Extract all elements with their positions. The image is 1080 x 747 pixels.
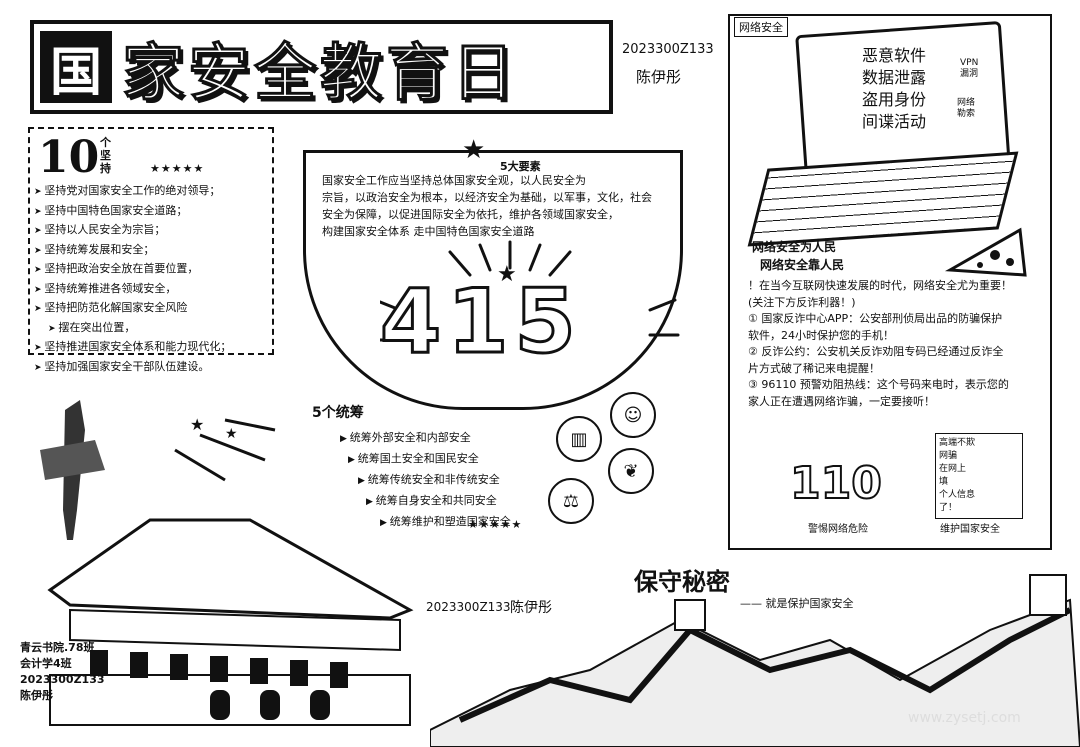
text-line: 构建国家安全体系 走中国特色国家安全道路 (322, 225, 535, 238)
sunburst-lines-icon (380, 240, 680, 342)
tong-list: 统筹外部安全和内部安全 统筹国土安全和国民安全 统筹传统安全和非传统安全 统筹自… (340, 428, 511, 533)
svg-text:★: ★ (190, 415, 204, 434)
laptop-screen-list: 恶意软件 数据泄露 盗用身份 间谍活动 (862, 45, 926, 133)
ten-number: 10 (38, 132, 100, 183)
note-line: 网骗 (939, 451, 958, 461)
list-item: 统筹自身安全和共同安全 (340, 491, 511, 512)
student-id-mid: 2023300Z133 (426, 600, 511, 614)
tiananmen-gate-icon (47, 518, 414, 726)
class-line: 会计学4班 (20, 657, 72, 670)
network-security-panel (728, 14, 1052, 550)
star-icon: ★ (462, 135, 486, 165)
threat-item: 数据泄露 (862, 68, 927, 87)
list-item: 坚持统筹发展和安全； (34, 241, 274, 261)
threat-item: 盗用身份 (862, 90, 927, 109)
text-line: (关注下方反诈利器！) (748, 295, 856, 309)
text-line: ① 国家反诈中心APP：公安部刑侦局出品的防骗保护 (748, 312, 1003, 325)
center-subtitle: 5大要素 (500, 160, 541, 173)
ten-label: 个坚持 (100, 136, 111, 175)
text-line: ② 反诈公约：公安机关反诈劝阻专码已经通过反诈全 (748, 345, 1004, 358)
list-item: 摆在突出位置， (34, 319, 274, 339)
network-heading: 网络安全为人民 网络安全靠人民 (752, 238, 844, 274)
svg-text:★: ★ (225, 426, 238, 442)
title-text: 家安全教育日 (121, 36, 519, 110)
network-tag: 网络安全 (734, 17, 788, 37)
side-text: 网络 (957, 98, 976, 108)
list-item: 统筹传统安全和非传统安全 (340, 470, 511, 491)
list-item: 坚持加强国家安全干部队伍建设。 (34, 358, 274, 378)
big-415: 415 (379, 269, 582, 375)
list-item: 统筹外部安全和内部安全 (340, 428, 511, 449)
side-text: 勒索 (957, 109, 976, 119)
list-item: 统筹维护和塑造国家安全 (340, 512, 511, 533)
student-name-mid: 陈伊彤 (510, 600, 552, 616)
books-icon: ▥ (556, 416, 602, 462)
note-line: 高端不欺 (939, 438, 976, 448)
text-line: ③ 96110 预警劝阻热线：这个号码来电时，表示您的 (748, 378, 1009, 391)
list-item: 坚持把政治安全放在首要位置， (34, 260, 274, 280)
list-item: 坚持以人民安全为宗旨； (34, 221, 274, 241)
note-line: 了！ (939, 503, 958, 513)
center-paragraph: 国家安全工作应当坚持总体国家安全观，以人民安全为 宗旨，以政治安全为根本，以经济… (322, 172, 672, 240)
author-corner: 青云书院.78班 会计学4班 2023300Z133 陈伊彤 (20, 640, 105, 704)
network-paragraph: ！在当今互联网快速发展的时代，网络安全尤为重要！ (关注下方反诈利器！) ① 国… (748, 278, 1044, 410)
text-line: 家人正在遭遇网络诈骗，一定要接听！ (748, 394, 935, 408)
note-line: 在网上 (939, 464, 967, 474)
list-item: 坚持统筹推进各领域安全， (34, 280, 274, 300)
text-line: 安全为保障，以促进国际安全为依托，维护各领域国家安全， (322, 208, 619, 221)
secret-title: 保守秘密 (634, 568, 730, 596)
heading-line: 网络安全靠人民 (760, 258, 845, 272)
class-line: 2023300Z133 (20, 673, 105, 686)
side-label-ransom: 网络 勒索 (957, 98, 975, 120)
tong-title: 5个统筹 (312, 405, 364, 421)
student-name-top: 陈伊彤 (636, 68, 682, 86)
list-item: 坚持党对国家安全工作的绝对领导； (34, 182, 274, 202)
list-item: 坚持把防范化解国家安全风险 (34, 299, 274, 319)
secret-subtitle: —— 就是保护国家安全 (740, 597, 854, 610)
warning-note: 高端不欺 网骗 在网上 填 个人信息 了！ (935, 433, 1023, 519)
note-line: 个人信息 (939, 490, 976, 500)
note-line: 填 (939, 477, 949, 487)
caption-right: 维护国家安全 (940, 524, 1000, 535)
threat-item: 间谍活动 (862, 112, 927, 131)
class-line: 青云书院.78班 (20, 641, 95, 654)
class-line: 陈伊彤 (20, 689, 53, 702)
leaf-icon: ❦ (608, 448, 654, 494)
list-item: 坚持中国特色国家安全道路； (34, 202, 274, 222)
threat-item: 恶意软件 (862, 46, 927, 65)
text-line: 片方式破了稀记来电提醒！ (748, 361, 880, 375)
text-line: 软件，24小时保护您的手机！ (748, 328, 894, 342)
text-line: 国家安全工作应当坚持总体国家安全观，以人民安全为 (322, 174, 586, 187)
side-text: 漏洞 (960, 69, 979, 79)
cheese-trap-icon (944, 227, 1027, 277)
side-label-vpn: VPN 漏洞 (960, 58, 978, 80)
tong-stars: ★★★★★ (468, 518, 523, 531)
caption-left: 警惕网络危险 (808, 524, 868, 535)
text-line: ！在当今互联网快速发展的时代，网络安全尤为重要！ (748, 279, 1012, 292)
title-banner: 国 家安全教育日 (30, 20, 613, 114)
watermark: www.zysetj.com (908, 710, 1021, 726)
ten-stars: ★★★★★ (150, 162, 205, 175)
people-icon: ☺ (610, 392, 656, 438)
scale-icon: ⚖ (548, 478, 594, 524)
star-icon: ★ (497, 262, 517, 287)
huabiao-pillar-icon: ★★ (40, 400, 276, 540)
list-item: 统筹国土安全和国民安全 (340, 449, 511, 470)
text-line: 宗旨，以政治安全为根本，以经济安全为基础，以军事，文化，社会 (322, 191, 652, 204)
side-text: VPN (960, 58, 979, 68)
great-wall-icon (430, 574, 1080, 747)
heading-line: 网络安全为人民 (752, 240, 837, 254)
police-110: 110 (789, 457, 883, 510)
list-item: 坚持推进国家安全体系和能力现代化； (34, 338, 274, 358)
ten-principles-list: 坚持党对国家安全工作的绝对领导； 坚持中国特色国家安全道路； 坚持以人民安全为宗… (34, 182, 274, 377)
student-id-top: 2023300Z133 (622, 42, 714, 57)
title-first-char: 国 (40, 31, 112, 103)
